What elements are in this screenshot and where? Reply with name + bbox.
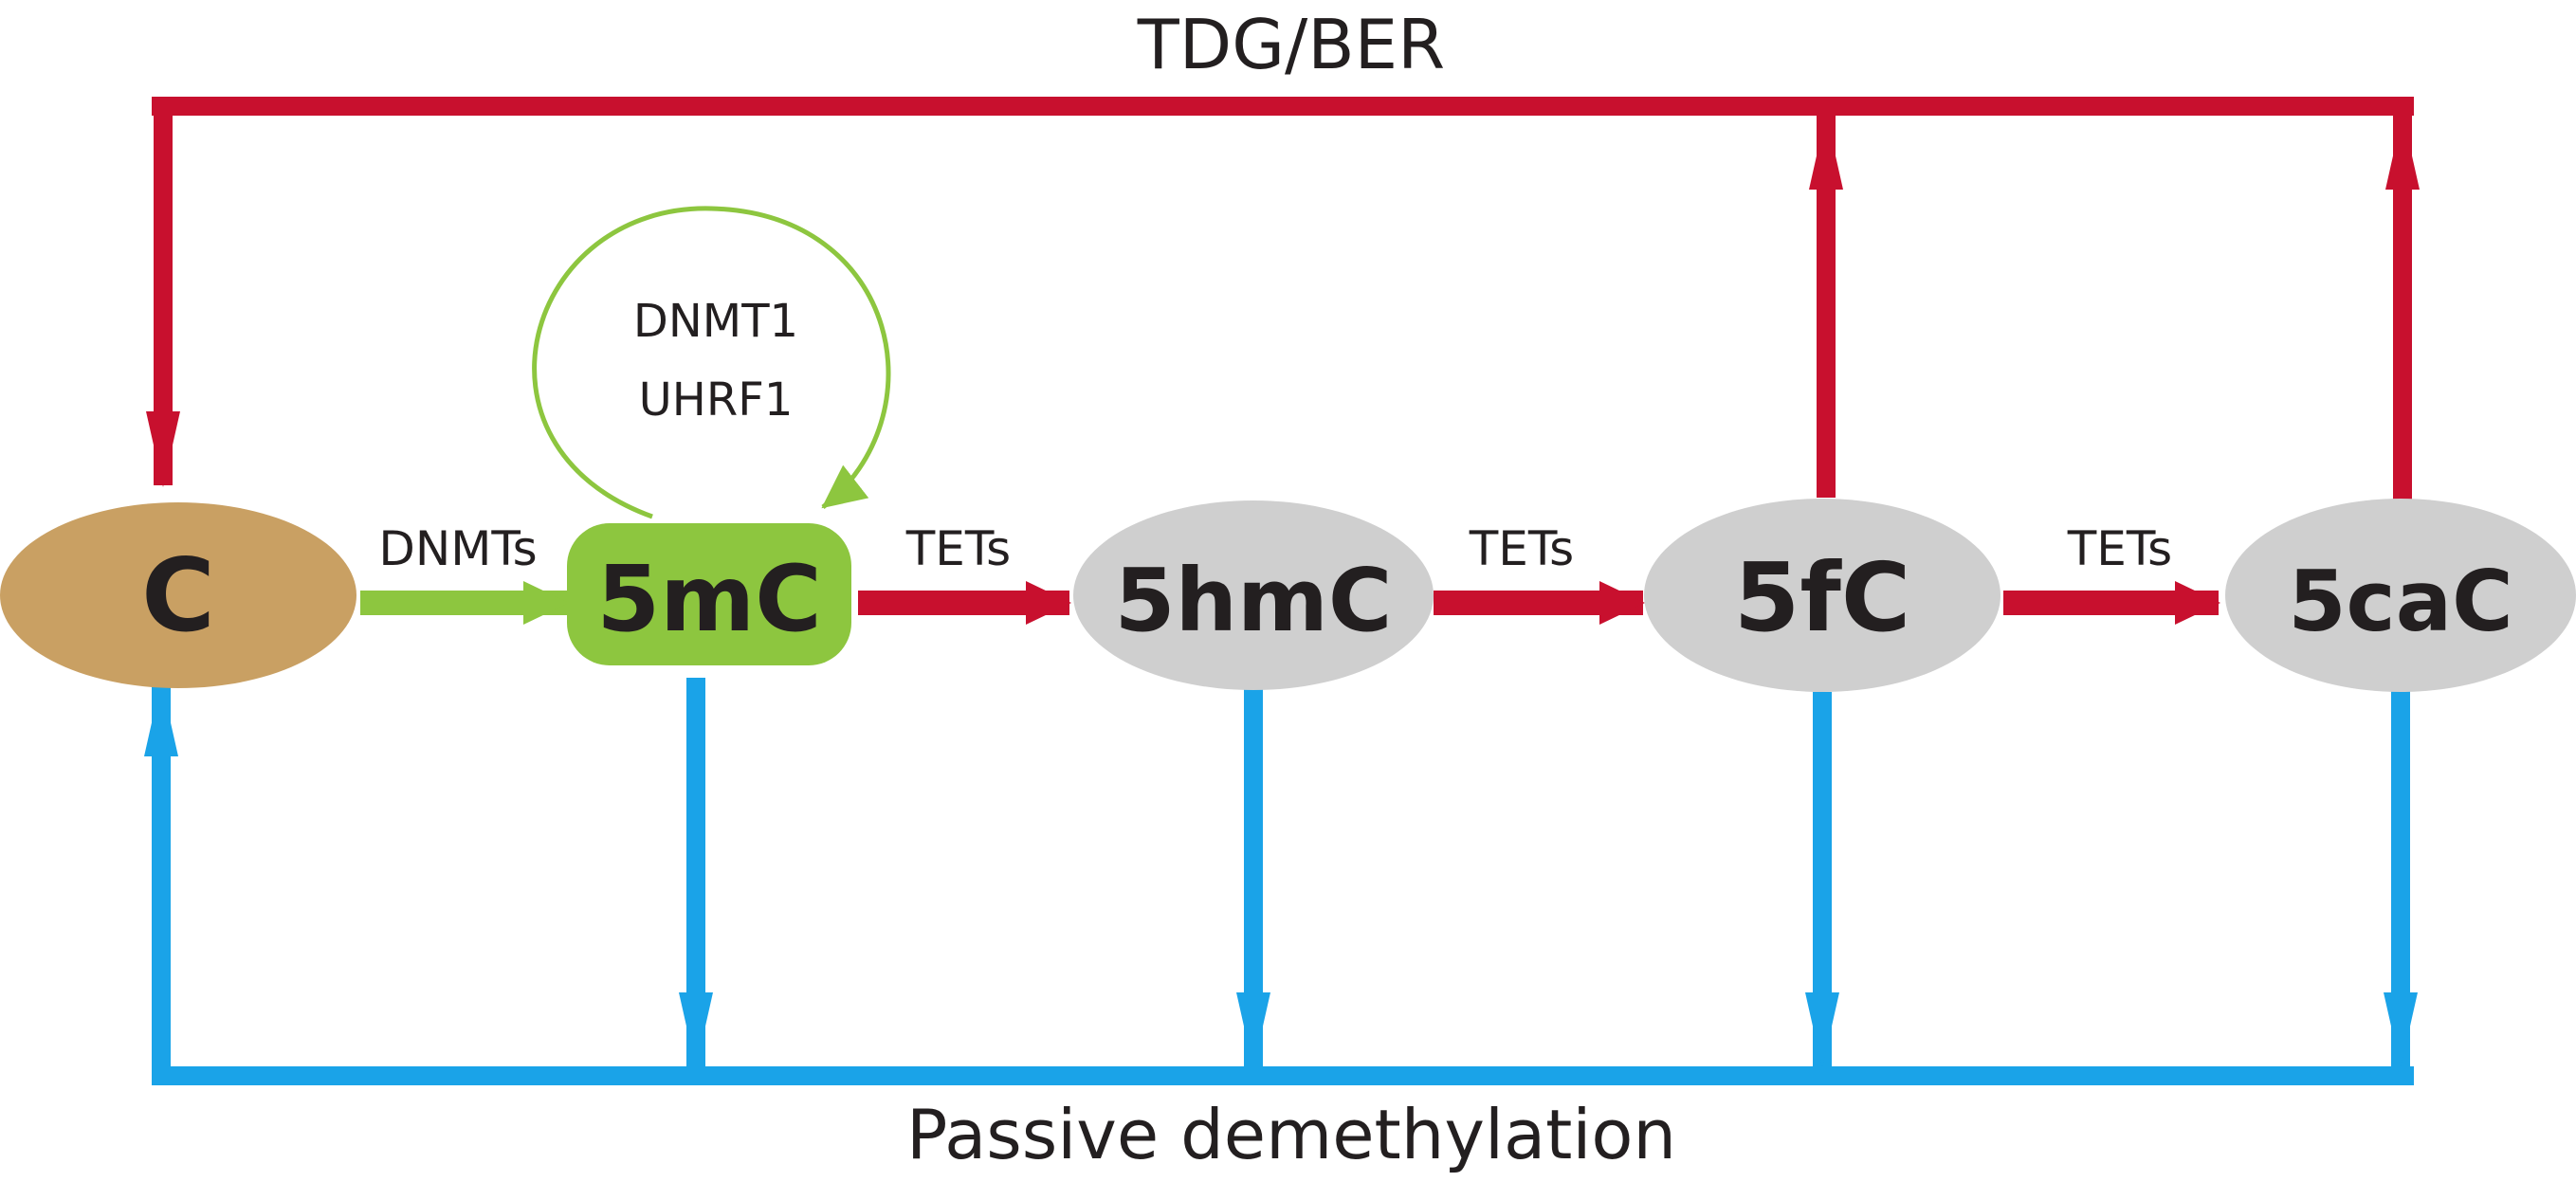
- node-c-label: C: [141, 537, 215, 654]
- node-5mc: 5mC: [567, 523, 851, 665]
- node-5mc-shape: [567, 523, 851, 665]
- node-5fc: 5fC: [1644, 499, 2001, 692]
- tets-label-1: TETs: [905, 521, 1011, 576]
- tets-label-3: TETs: [2067, 521, 2172, 576]
- tdg-ber-label: TDG/BER: [1137, 5, 1445, 84]
- node-5cac: 5caC: [2225, 499, 2576, 692]
- dnmts-label: DNMTs: [378, 521, 537, 576]
- node-5hmc-shape: [1073, 500, 1434, 690]
- tets-label-2: TETs: [1469, 521, 1574, 576]
- node-5fc-shape: [1644, 499, 2001, 692]
- node-5hmc: 5hmC: [1073, 500, 1434, 690]
- node-c: C: [0, 502, 356, 688]
- maintenance-loop-arrow: [532, 206, 891, 519]
- node-5cac-shape: [2225, 499, 2576, 692]
- node-c-shape: [0, 502, 356, 688]
- uhrf1-label: UHRF1: [639, 373, 794, 427]
- tdg-ber-pathway: [146, 97, 2420, 507]
- passive-demethylation-pathway: [144, 678, 2418, 1085]
- node-5cac-label: 5caC: [2288, 553, 2512, 650]
- node-5mc-label: 5mC: [596, 546, 821, 652]
- passive-demethylation-label: Passive demethylation: [906, 1095, 1676, 1174]
- node-5hmc-label: 5hmC: [1115, 550, 1393, 651]
- dnmt1-label: DNMT1: [633, 295, 798, 348]
- node-5fc-label: 5fC: [1734, 542, 1910, 653]
